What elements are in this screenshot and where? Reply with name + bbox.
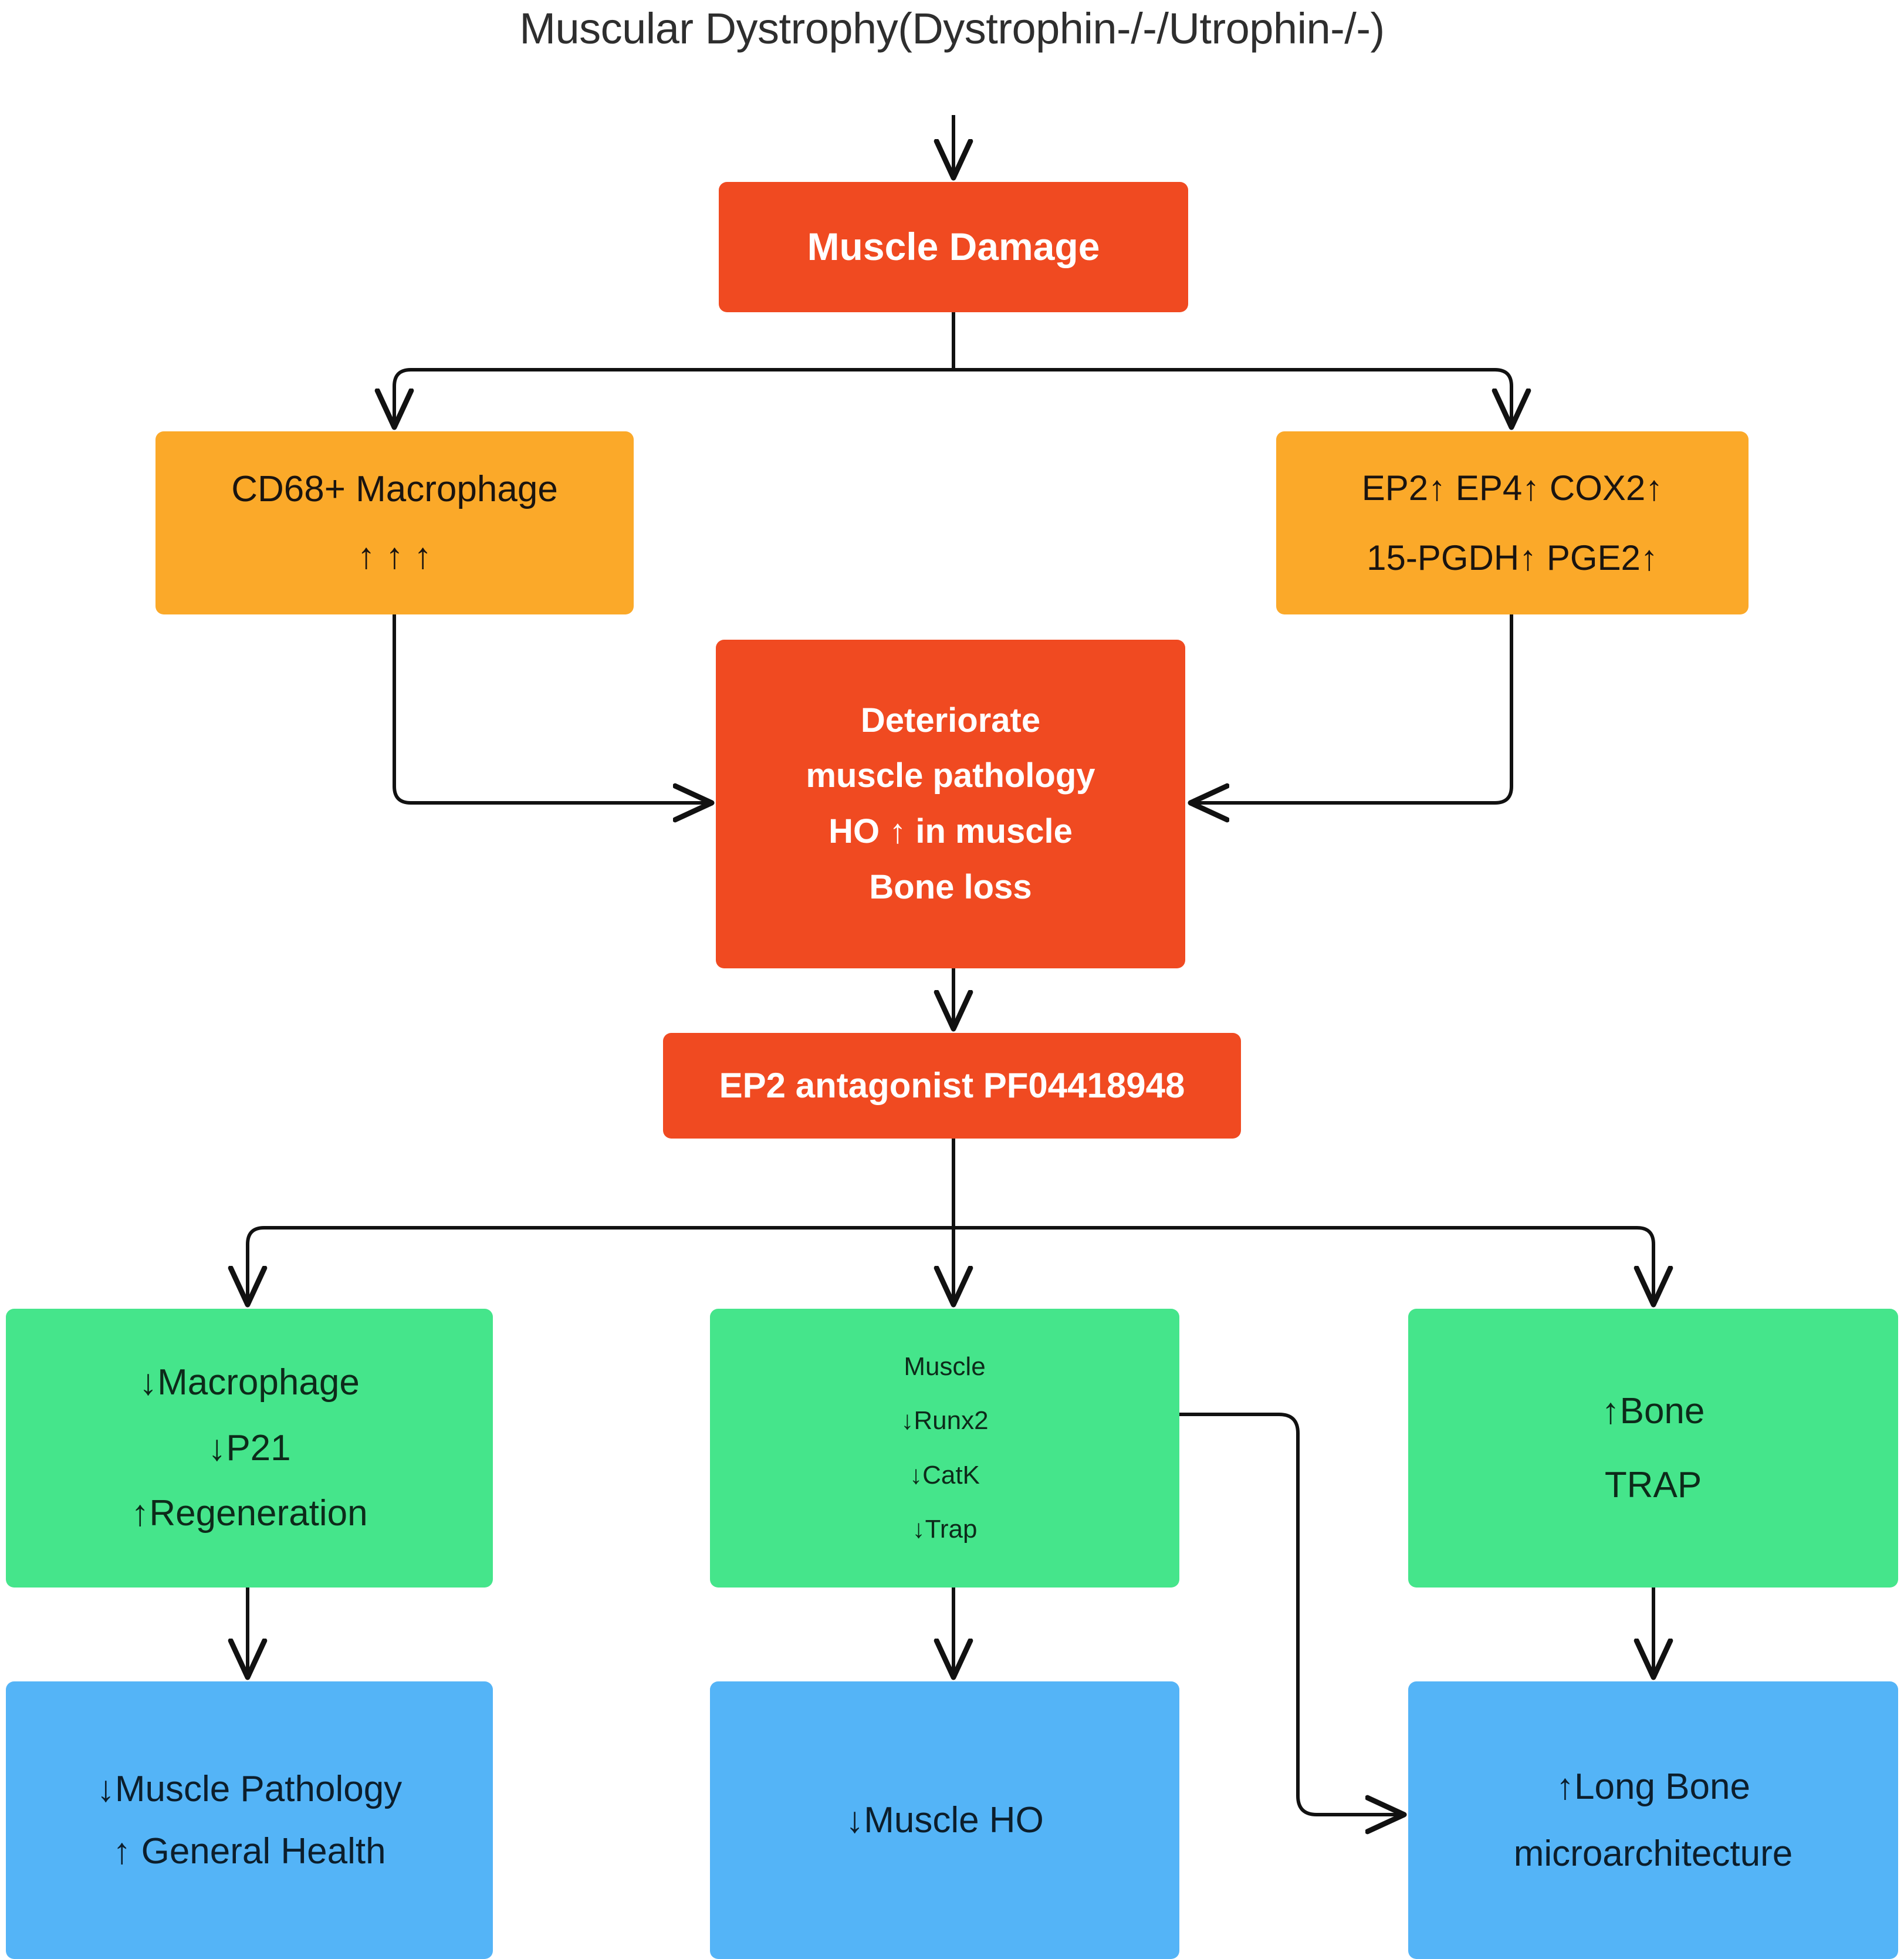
node-line: ↓Runx2 (901, 1406, 989, 1436)
node-line: ↓Muscle Pathology (96, 1768, 403, 1809)
node-deteriorate-muscle-pathology[interactable]: Deteriorate muscle pathology HO ↑ in mus… (716, 640, 1185, 968)
node-line: ↑Long Bone (1556, 1766, 1750, 1807)
node-bone-trap[interactable]: ↑Bone TRAP (1408, 1309, 1898, 1588)
node-line: Muscle Damage (807, 225, 1100, 269)
node-line: ↓P21 (208, 1427, 291, 1468)
node-line-up-arrows: ↑ ↑ ↑ (357, 536, 432, 576)
wire-split-right-branch (953, 368, 1511, 425)
node-macrophage-regeneration[interactable]: ↓Macrophage ↓P21 ↑Regeneration (6, 1309, 493, 1588)
node-muscle-damage[interactable]: Muscle Damage (719, 182, 1188, 312)
node-line: ↑Bone (1601, 1390, 1705, 1431)
node-muscle-markers[interactable]: Muscle ↓Runx2 ↓CatK ↓Trap (710, 1309, 1179, 1588)
page-title: Muscular Dystrophy(Dystrophin-/-/Utrophi… (519, 4, 1385, 53)
wire-split3-left (248, 1226, 953, 1303)
wire-greenmid-to-blueright (1179, 1413, 1402, 1815)
node-long-bone-microarchitecture[interactable]: ↑Long Bone microarchitecture (1408, 1681, 1898, 1959)
node-line: ↑ General Health (113, 1830, 386, 1872)
node-line: microarchitecture (1513, 1833, 1793, 1874)
node-line: ↓Trap (912, 1514, 978, 1543)
node-line: ↑Regeneration (131, 1493, 368, 1534)
wire-split3-right (953, 1226, 1653, 1303)
node-line: 15-PGDH↑ PGE2↑ (1367, 538, 1658, 577)
node-line: ↓Macrophage (139, 1362, 360, 1403)
node-line: HO ↑ in muscle (828, 812, 1073, 850)
node-line: TRAP (1604, 1464, 1702, 1505)
wire-cd68-to-deteriorate (393, 614, 710, 803)
node-muscle-ho[interactable]: ↓Muscle HO (710, 1681, 1179, 1959)
node-line: Muscle (904, 1352, 986, 1382)
node-line: CD68+ Macrophage (231, 469, 558, 510)
node-line: Deteriorate (860, 701, 1041, 739)
wire-split-left-branch (394, 368, 953, 425)
node-muscle-pathology-general-health[interactable]: ↓Muscle Pathology ↑ General Health (6, 1681, 493, 1959)
node-line: ↓CatK (909, 1460, 980, 1489)
node-ep2-antagonist[interactable]: EP2 antagonist PF04418948 (663, 1033, 1241, 1139)
node-line: muscle pathology (806, 756, 1095, 795)
node-line: ↓Muscle HO (846, 1799, 1044, 1840)
node-line: EP2 antagonist PF04418948 (719, 1066, 1185, 1106)
node-line: Bone loss (869, 867, 1032, 906)
node-ep-receptor-panel[interactable]: EP2↑ EP4↑ COX2↑ 15-PGDH↑ PGE2↑ (1276, 431, 1749, 614)
node-line: EP2↑ EP4↑ COX2↑ (1361, 468, 1663, 508)
node-cd68-macrophage[interactable]: CD68+ Macrophage ↑ ↑ ↑ (155, 431, 634, 614)
wire-eppanel-to-deteriorate (1192, 614, 1513, 803)
